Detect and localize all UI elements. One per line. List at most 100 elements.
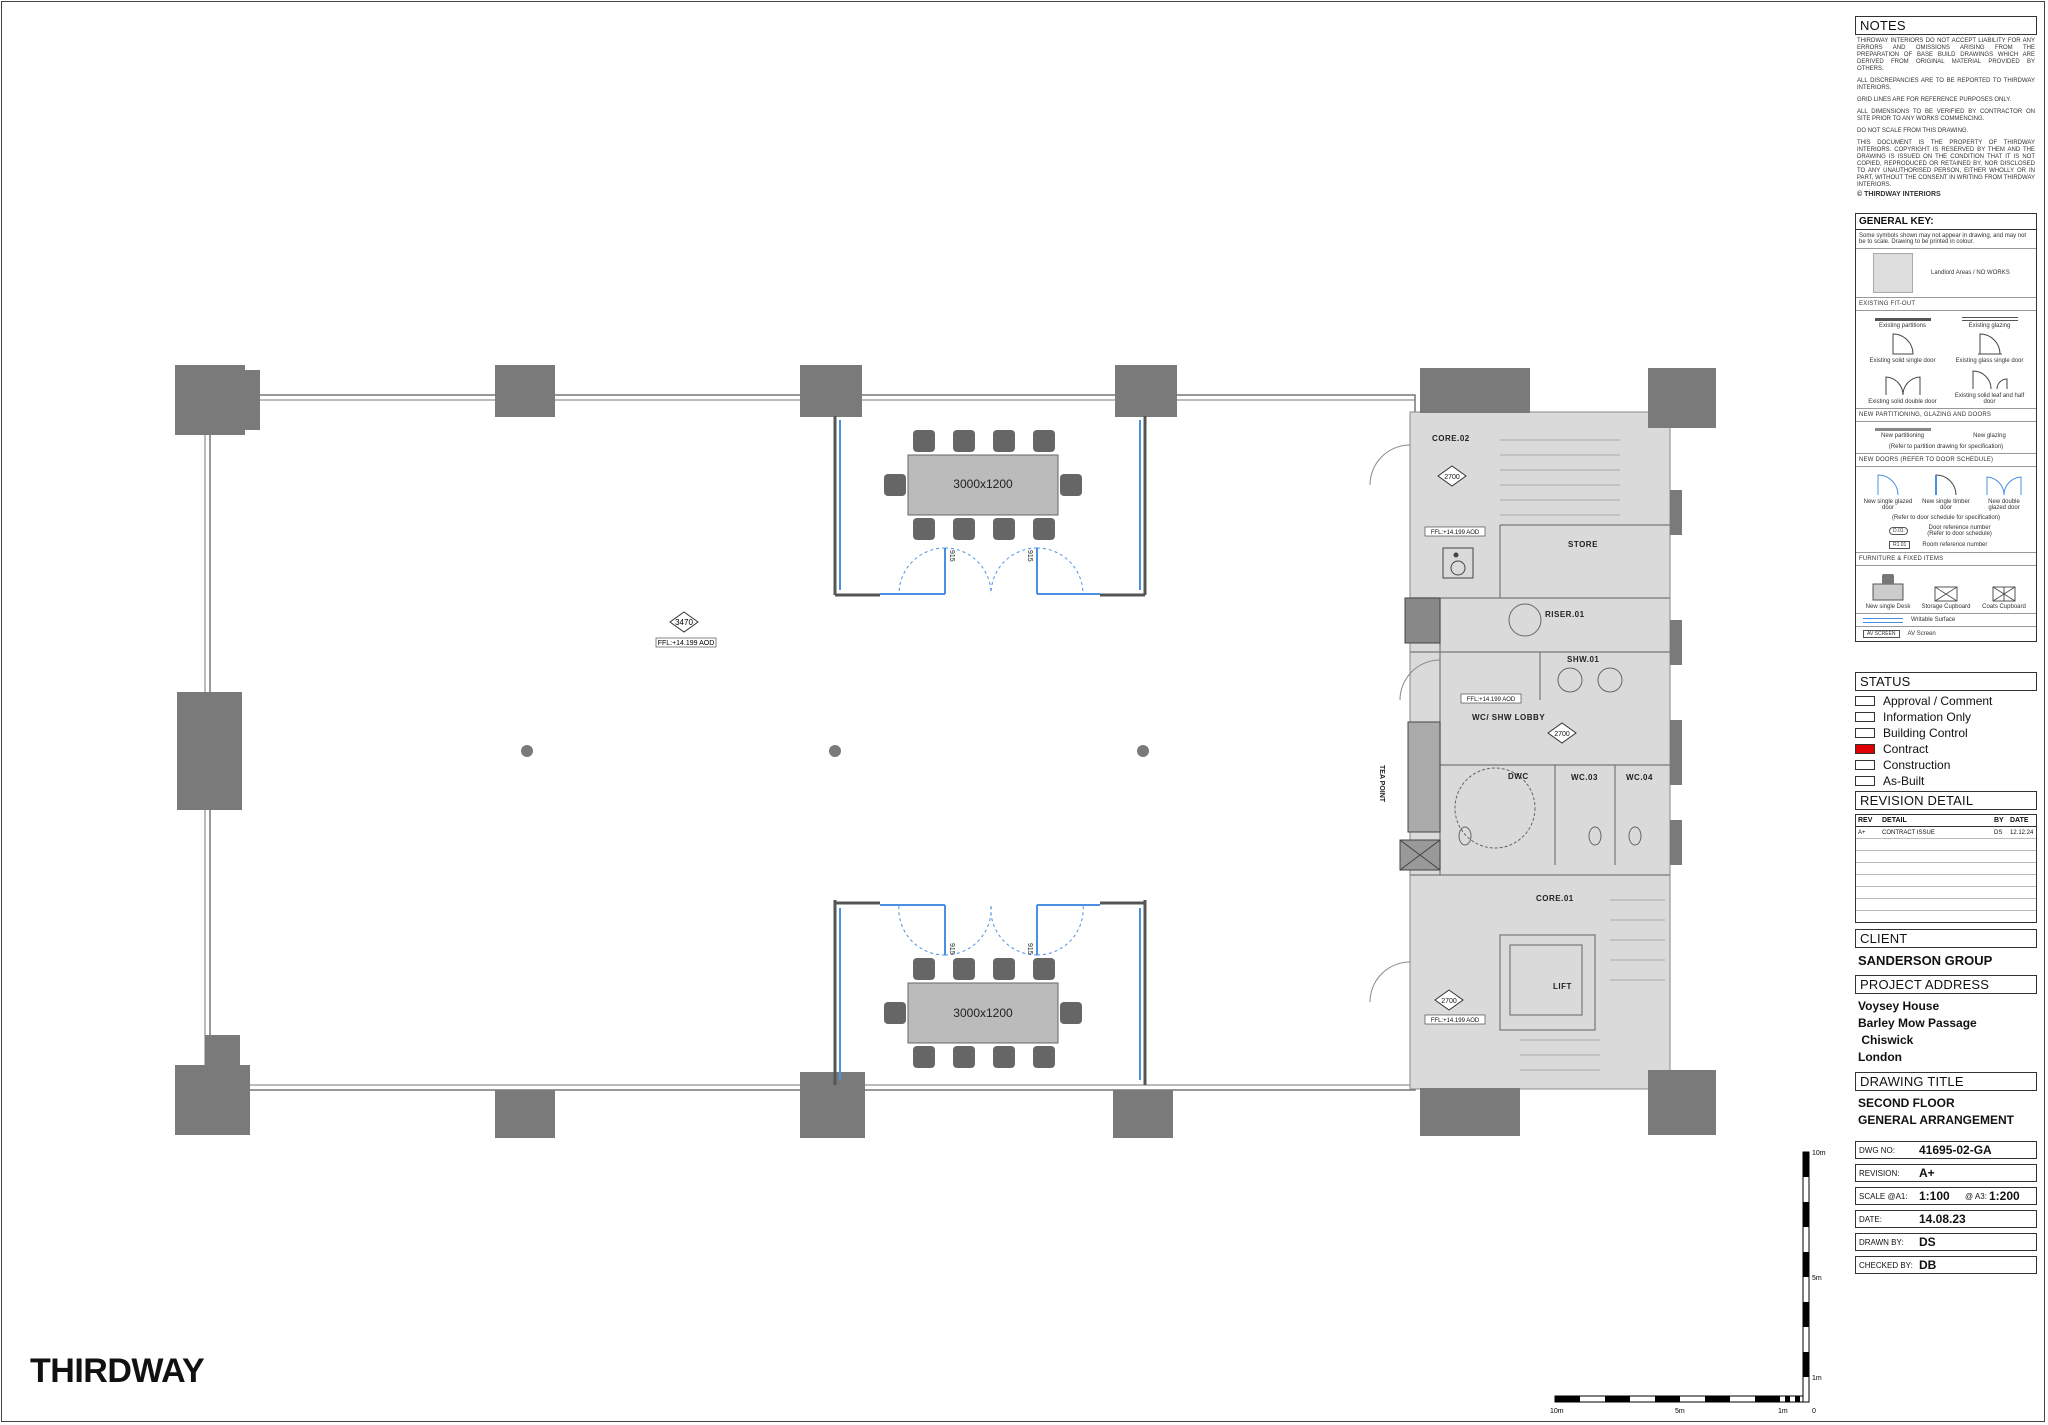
status-checkbox [1855,776,1875,786]
key-label: Existing glazing [1968,323,2011,329]
key-label: Coats Cupboard [1982,604,2026,610]
key-label: New single Desk [1865,604,1911,610]
by-cell: DS [1994,829,2003,836]
key-label: Existing glass single door [1955,358,2024,364]
existing-glazing-icon [1961,317,2018,321]
av-tag: AV SCREEN [1863,630,1900,638]
checked-row: CHECKED BY:DB [1855,1256,2037,1274]
rev-col: REV [1858,817,1873,824]
door-ref-label: Door reference number (Refer to door sch… [1927,525,1992,537]
meeting-room-bottom [833,900,1147,1085]
key-label: New single glazed door [1863,499,1913,511]
scale-h-label: 10m [1550,1408,1564,1415]
door-tag: 915 [1026,943,1033,955]
status-checkbox [1855,712,1875,722]
key-label: Existing solid single door [1869,358,1936,364]
ceiling-height-core01: 2700 [1441,998,1457,1005]
new-doors-title: NEW DOORS (REFER TO DOOR SCHEDULE) [1859,457,1994,463]
status-label: Information Only [1883,710,1972,724]
core-height-markers [1424,465,1577,1025]
drawing-title: SECOND FLOOR GENERAL ARRANGEMENT [1855,1091,2037,1133]
drawn-label: DRAWN BY: [1859,1237,1904,1247]
scale-a3-value: 1:200 [1989,1189,2020,1203]
key-label: New double glazed door [1988,499,2020,511]
key-label: New partitioning [1880,433,1925,439]
scale-label: SCALE @A1: [1859,1191,1908,1201]
status-label: Approval / Comment [1883,694,1993,708]
note: THIRDWAY INTERIORS DO NOT ACCEPT LIABILI… [1857,38,2035,72]
checked-value: DB [1919,1258,1937,1272]
door-icon [1892,333,1914,355]
drawing-title-line: GENERAL ARRANGEMENT [1858,1113,2015,1127]
revision-label: REVISION: [1859,1168,1900,1178]
status-checkbox [1855,696,1875,706]
status-item: Construction [1855,757,2037,773]
address-line: Voysey House [1858,999,1940,1013]
room-label-riser: RISER.01 [1545,610,1585,619]
landlord-swatch [1873,253,1913,293]
scale-v-label: 5m [1812,1275,1822,1282]
timber-door-icon [1935,474,1957,496]
revision-row-empty [1856,851,2036,863]
detail-col: DETAIL [1882,817,1907,824]
scale-bar-horizontal: 10m 5m 1m 0 [1550,1395,1816,1415]
tea-point [1399,721,1441,871]
rev-cell: A+ [1858,829,1866,836]
date-col: DATE [2010,817,2029,824]
storage-icon [1934,586,1958,602]
status-list: Approval / Comment Information Only Buil… [1855,693,2037,789]
revision-row-empty [1856,899,2036,911]
status-item: Approval / Comment [1855,693,2037,709]
external-walls [204,394,1416,1091]
revision-row-empty [1856,887,2036,899]
double-door-icon [1885,376,1920,396]
stairs [1500,439,1665,1071]
project-address: Voysey House Barley Mow Passage Chiswick… [1855,994,2037,1070]
by-col: BY [1994,817,2004,824]
room-label-wc03: WC.03 [1571,773,1598,782]
writable-label: Writable Surface [1911,617,1956,623]
status-checkbox [1855,760,1875,770]
coats-icon [1992,586,2016,602]
room-label-store: STORE [1568,540,1598,549]
revision-row-meta: REVISION: A+ [1855,1164,2037,1182]
notes-header: NOTES [1855,16,2037,35]
meeting-table-bottom: 3000x1200 [884,958,1082,1068]
client-name: SANDERSON GROUP [1858,953,1993,968]
room-label-wc-lobby: WC/ SHW LOBBY [1472,713,1545,722]
status-checkbox [1855,728,1875,738]
drawing-title-header: DRAWING TITLE [1855,1072,2037,1091]
scale-bar-vertical: 10m 5m 1m [1802,1150,1826,1403]
dwg-no-row: DWG NO:41695-02-GA [1855,1141,2037,1159]
drawn-value: DS [1919,1235,1936,1249]
scale-a3-label: @ A3: [1965,1191,1987,1201]
revision-value: A+ [1919,1166,1935,1180]
date-row: DATE:14.08.23 [1855,1210,2037,1228]
accessible-icon [1442,547,1474,579]
columns [175,365,1716,1138]
scale-v-label: 10m [1812,1150,1826,1157]
ceiling-height-core02: 2700 [1444,474,1460,481]
door-ref-tag: D.01 [1889,527,1908,535]
note: THIS DOCUMENT IS THE PROPERTY OF THIRDWA… [1857,140,2036,188]
room-label-tea-point: TEA POINT [1378,765,1385,803]
title-block: NOTES THIRDWAY INTERIORS DO NOT ACCEPT L… [1855,10,2037,1274]
status-item: Information Only [1855,709,2037,725]
status-label: Building Control [1883,726,1968,740]
room-label-shw: SHW.01 [1567,655,1599,664]
room-label-lift: LIFT [1553,982,1572,991]
writable-icon [1863,617,1903,623]
room-label-wc04: WC.04 [1626,773,1653,782]
note: ALL DISCREPANCIES ARE TO BE REPORTED TO … [1857,78,2035,91]
meeting-table-top: 3000x1200 [884,430,1082,540]
status-item: Building Control [1855,725,2037,741]
client-header: CLIENT [1855,929,2037,948]
key-label: Storage Cupboard [1921,604,1971,610]
riser-unit [1404,597,1441,644]
revision-row-empty [1856,911,2036,922]
scale-h-label: 1m [1778,1408,1788,1415]
core-zone [1409,411,1671,1090]
status-checkbox-active [1855,744,1875,754]
ffl-wc: FFL:+14.199 AOD [1467,697,1516,703]
date-label: DATE: [1859,1214,1882,1224]
